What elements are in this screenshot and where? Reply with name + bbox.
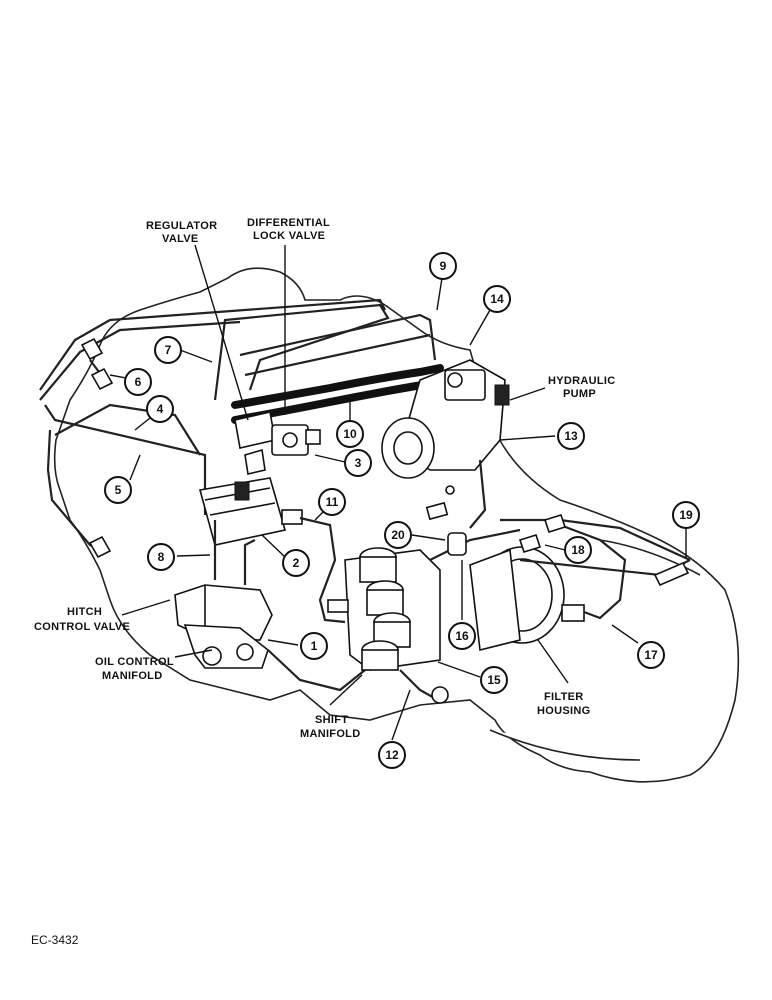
callout-18-number: 18 — [571, 543, 585, 557]
hydraulic-pump — [381, 359, 510, 529]
oil-control-manifold — [183, 624, 366, 692]
callout-19: 19 — [672, 501, 700, 529]
shift-manifold-label-line1: SHIFT — [315, 714, 348, 726]
callout-9: 9 — [429, 252, 457, 280]
callout-2-number: 2 — [293, 556, 300, 570]
callout-10: 10 — [336, 420, 364, 448]
callout-5-number: 5 — [115, 483, 122, 497]
regulator-valve-label-line1: REGULATOR — [146, 220, 217, 232]
callout-13: 13 — [557, 422, 585, 450]
callout-4: 4 — [146, 395, 174, 423]
hitch-control-valve-label-line2: CONTROL VALVE — [34, 621, 130, 633]
differential-lock-valve-label-line1: DIFFERENTIAL — [247, 217, 330, 229]
callout-13-number: 13 — [564, 429, 578, 443]
regulator-valve-assembly — [234, 411, 321, 475]
callout-2: 2 — [282, 549, 310, 577]
callout-6: 6 — [124, 368, 152, 396]
callout-17-number: 17 — [644, 648, 658, 662]
callout-12-number: 12 — [385, 748, 399, 762]
left-tube-bundle — [39, 298, 386, 559]
callout-7-number: 7 — [165, 343, 172, 357]
oil-control-manifold-label-line2: MANIFOLD — [102, 670, 162, 682]
misc-fittings — [327, 485, 467, 613]
callout-8: 8 — [147, 543, 175, 571]
callout-16-number: 16 — [455, 629, 469, 643]
callout-14-number: 14 — [490, 292, 504, 306]
callout-6-number: 6 — [135, 375, 142, 389]
callout-20-number: 20 — [391, 528, 405, 542]
callout-19-number: 19 — [679, 508, 693, 522]
callout-8-number: 8 — [158, 550, 165, 564]
oil-control-manifold-label-line1: OIL CONTROL — [95, 656, 174, 668]
callout-4-number: 4 — [157, 402, 164, 416]
callout-15: 15 — [480, 666, 508, 694]
filter-housing — [429, 514, 691, 651]
hydraulic-pump-label-line2: PUMP — [563, 388, 596, 400]
shift-manifold-label-line2: MANIFOLD — [300, 728, 360, 740]
callout-11: 11 — [318, 488, 346, 516]
callout-10-number: 10 — [343, 427, 357, 441]
callout-12: 12 — [378, 741, 406, 769]
filter-housing-label-line1: FILTER — [544, 691, 583, 703]
callout-16: 16 — [448, 622, 476, 650]
shift-manifold — [344, 547, 449, 704]
callout-9-number: 9 — [440, 259, 447, 273]
hitch-control-valve-label-line1: HITCH — [67, 606, 102, 618]
differential-lock-valve-label-line2: LOCK VALVE — [253, 230, 325, 242]
callout-20: 20 — [384, 521, 412, 549]
filter-housing-label-line2: HOUSING — [537, 705, 590, 717]
callout-15-number: 15 — [487, 673, 501, 687]
callout-14: 14 — [483, 285, 511, 313]
callout-1-number: 1 — [311, 639, 318, 653]
callout-5: 5 — [104, 476, 132, 504]
callout-11-number: 11 — [326, 495, 339, 509]
callout-18: 18 — [564, 536, 592, 564]
callout-1: 1 — [300, 632, 328, 660]
hydraulic-pump-label-line1: HYDRAULIC — [548, 375, 615, 387]
callout-7: 7 — [154, 336, 182, 364]
callout-3: 3 — [344, 449, 372, 477]
main-valve-body — [198, 477, 346, 624]
regulator-valve-label-line2: VALVE — [162, 233, 199, 245]
callout-17: 17 — [637, 641, 665, 669]
callout-3-number: 3 — [355, 456, 362, 470]
figure-code: EC-3432 — [31, 933, 79, 947]
